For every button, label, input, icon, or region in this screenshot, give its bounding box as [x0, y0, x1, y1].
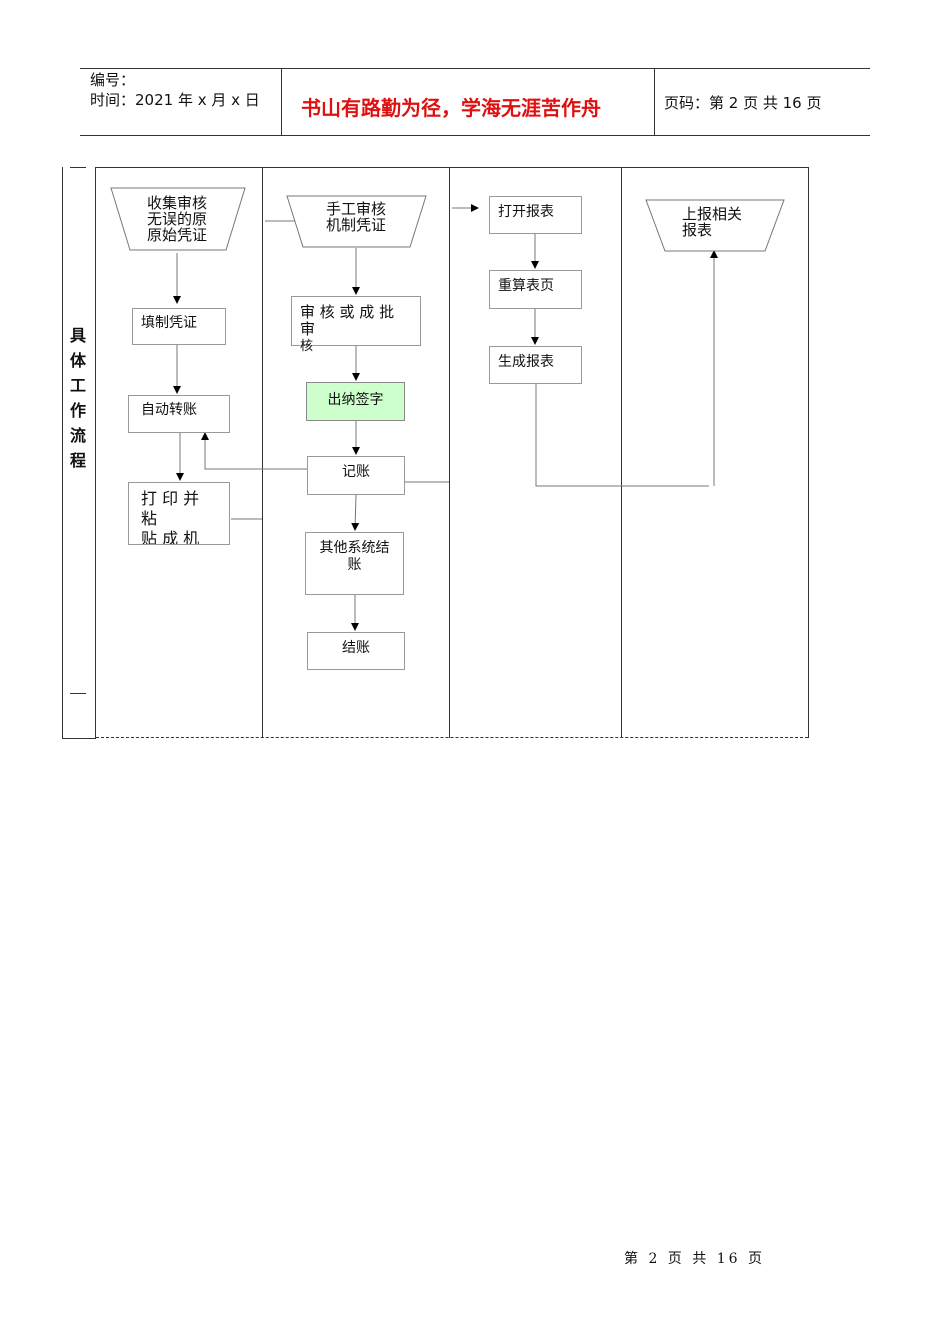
- motto: 书山有路勤为径，学海无涯苦作舟: [301, 96, 601, 120]
- node-fill-label: 填制凭证: [141, 315, 197, 331]
- node-submit-reports: 上报相关 报表: [682, 206, 762, 238]
- node-open-report: 打开报表: [489, 196, 582, 234]
- node-manual-review: 手工审核 机制凭证: [310, 201, 402, 233]
- node-recalc-label: 重算表页: [498, 278, 554, 294]
- arrow-post-to-other: [351, 494, 360, 531]
- node-auto-transfer: 自动转账: [128, 395, 230, 433]
- time-label: 时间：2021 年 x 月 x 日: [90, 91, 260, 109]
- shape-manual-review: [286, 195, 427, 248]
- node-fill-voucher: 填制凭证: [132, 308, 226, 345]
- page-label: 页码：第 2 页 共 16 页: [664, 94, 822, 112]
- node-collect-line2: 无误的原: [146, 210, 207, 228]
- node-manual-line2: 机制凭证: [325, 216, 386, 234]
- node-close-label: 结账: [342, 640, 370, 656]
- shape-submit-reports: [645, 199, 785, 252]
- node-review-batch: 审 核 或 成 批 审 核: [291, 296, 421, 354]
- node-cashier-sign: 出纳签字: [306, 382, 405, 421]
- node-recalc-page: 重算表页: [489, 270, 582, 309]
- node-print-voucher: 打 印 并 粘 贴 成 机 制 凭证: [128, 482, 230, 545]
- node-manual-line1: 手工审核: [325, 200, 386, 218]
- node-other-line1: 其他系统结: [319, 540, 390, 556]
- node-close-books: 结账: [307, 632, 405, 670]
- node-other-close: 其他系统结 账: [305, 532, 404, 595]
- shape-collect-vouchers: [110, 187, 246, 251]
- arrow-generate-to-submit: [535, 384, 709, 487]
- node-collect-line3: 原始凭证: [146, 226, 207, 244]
- node-generate-report: 生成报表: [489, 346, 582, 384]
- node-print-line1: 打 印 并 粘: [141, 489, 200, 528]
- table-bottom-dashed: [96, 737, 808, 738]
- side-label: 具体工作流程: [69, 326, 86, 470]
- node-collect-vouchers: 收集审核 无误的原 原始凭证: [132, 195, 222, 243]
- arrow-post-to-auto: [201, 432, 307, 470]
- serial-label: 编号：: [90, 71, 136, 89]
- node-cashier-label: 出纳签字: [327, 392, 384, 408]
- node-post-ledger: 记账: [307, 456, 405, 495]
- node-review-line1: 审 核 或 成 批 审: [300, 303, 395, 338]
- node-open-label: 打开报表: [498, 204, 554, 220]
- node-auto-label: 自动转账: [141, 402, 197, 418]
- node-submit-line2: 报表: [682, 221, 713, 239]
- node-post-label: 记账: [342, 464, 370, 480]
- page-footer: 第 2 页 共 16 页: [624, 1251, 765, 1267]
- node-review-line2: 核: [300, 339, 314, 354]
- node-submit-line1: 上报相关: [682, 205, 743, 223]
- node-generate-label: 生成报表: [498, 354, 554, 370]
- node-other-line2: 账: [347, 557, 362, 573]
- node-collect-line1: 收集审核: [146, 194, 207, 212]
- node-print-line2: 贴 成 机 制: [141, 529, 200, 545]
